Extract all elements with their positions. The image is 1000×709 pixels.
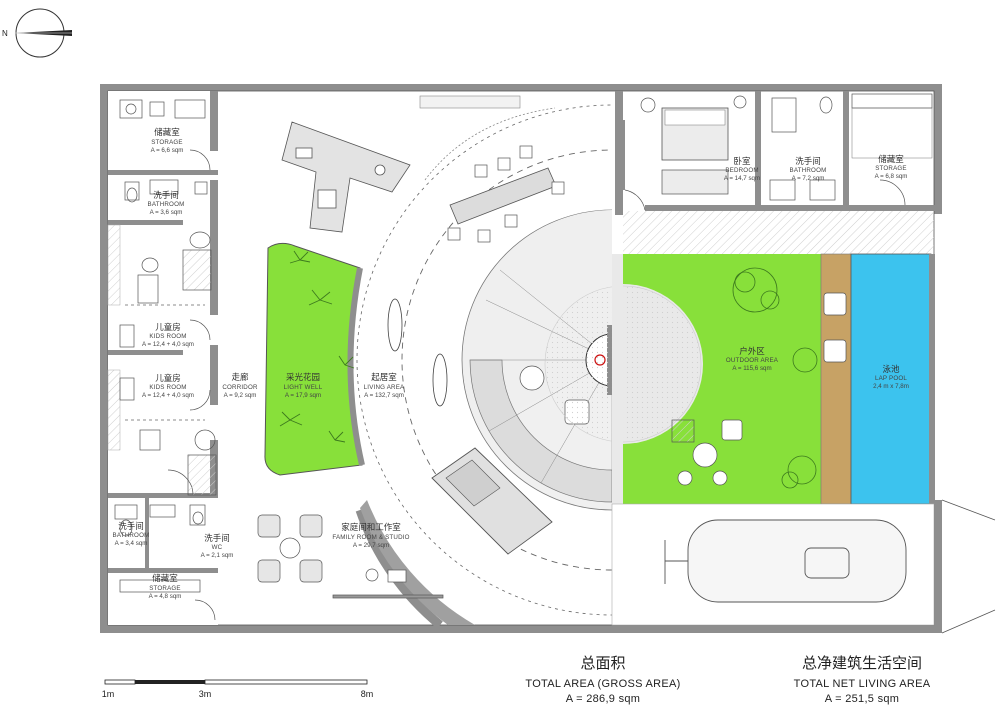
net-area-en: TOTAL NET LIVING AREA xyxy=(794,678,931,690)
label-bedroom-en: BEDROOM xyxy=(725,167,758,174)
net-area-cn: 总净建筑生活空间 xyxy=(802,655,922,672)
label-wc-area: A = 2,1 sqm xyxy=(201,552,234,559)
label-kids2-area: A = 12,4 + 4,0 sqm xyxy=(142,392,194,399)
right-top-rooms xyxy=(615,91,935,254)
left-wing xyxy=(107,91,218,625)
label-kids1-en: KIDS ROOM xyxy=(149,333,186,340)
lap-pool xyxy=(850,253,932,505)
label-outdoor-cn: 户外区 xyxy=(739,346,765,356)
deck-chairs xyxy=(823,292,847,363)
scale-label-1m: 1m xyxy=(102,689,115,699)
label-lightwell-cn: 采光花园 xyxy=(286,372,320,382)
label-storage-r-area: A = 6,8 sqm xyxy=(875,173,908,180)
label-kids2-en: KIDS ROOM xyxy=(149,384,186,391)
label-family-cn: 家庭间和工作室 xyxy=(341,522,401,532)
light-well xyxy=(264,242,365,476)
label-bathroom-l-area: A = 3,6 sqm xyxy=(150,209,183,216)
curtain xyxy=(424,107,556,181)
label-pool-area: 2,4 m x 7,8m xyxy=(873,383,909,390)
gross-area-cn: 总面积 xyxy=(580,655,625,672)
label-bathroom-bl-area: A = 3,4 sqm xyxy=(115,540,148,547)
label-storage-r-cn: 储藏室 xyxy=(878,154,904,164)
label-living-en: LIVING AREA xyxy=(364,384,405,391)
family-room-furniture xyxy=(257,514,444,599)
label-outdoor-en: OUTDOOR AREA xyxy=(726,357,779,364)
north-label: N xyxy=(2,29,8,38)
label-corridor-en: CORRIDOR xyxy=(222,384,258,391)
scale-label-8m: 8m xyxy=(361,689,374,699)
label-storage-r-en: STORAGE xyxy=(875,165,907,172)
scale-bar: 1m 3m 8m xyxy=(102,679,374,699)
pool-deck xyxy=(820,253,852,505)
label-living-area: A = 132,7 sqm xyxy=(364,392,404,399)
curved-wall-fill xyxy=(360,500,475,625)
net-area-value: A = 251,5 sqm xyxy=(825,693,900,705)
label-bathroom-bl-en: BATHROOM xyxy=(113,532,150,539)
label-storage-tl-area: A = 6,6 sqm xyxy=(151,147,184,154)
label-bedroom-area: A = 14,7 sqm xyxy=(724,175,760,182)
gross-area-summary: 总面积 TOTAL AREA (GROSS AREA) A = 286,9 sq… xyxy=(525,655,680,705)
gate xyxy=(941,499,996,634)
label-bathroom-r-cn: 洗手间 xyxy=(795,156,821,166)
room-labels: 储藏室 STORAGE A = 6,6 sqm 洗手间 BATHROOM A =… xyxy=(113,127,909,600)
dining-chairs xyxy=(447,145,565,243)
label-kids2-cn: 儿童房 xyxy=(155,373,181,383)
label-corridor-area: A = 9,2 sqm xyxy=(224,392,257,399)
label-bathroom-l-en: BATHROOM xyxy=(148,201,185,208)
label-bathroom-r-en: BATHROOM xyxy=(790,167,827,174)
north-compass: N xyxy=(2,8,72,58)
kitchen-counter xyxy=(419,95,521,109)
living-circle xyxy=(356,104,612,616)
label-storage-bl-area: A = 4,8 sqm xyxy=(149,593,182,600)
label-wc-cn: 洗手间 xyxy=(204,533,230,543)
label-wc-en: WC xyxy=(212,544,223,551)
label-storage-bl-cn: 储藏室 xyxy=(152,573,178,583)
label-bathroom-r-area: A = 7,2 sqm xyxy=(792,175,825,182)
label-bedroom-cn: 卧室 xyxy=(733,156,751,166)
label-kids1-cn: 儿童房 xyxy=(155,322,181,332)
label-storage-bl-en: STORAGE xyxy=(149,585,181,592)
label-corridor-cn: 走廊 xyxy=(231,372,249,382)
motorcycles xyxy=(387,298,448,407)
label-pool-en: LAP POOL xyxy=(875,375,907,382)
gross-area-value: A = 286,9 sqm xyxy=(566,693,641,705)
kitchen xyxy=(281,121,411,233)
label-bathroom-bl-cn: 洗手间 xyxy=(118,521,144,531)
label-lightwell-en: LIGHT WELL xyxy=(284,384,323,391)
label-outdoor-area: A = 115,6 sqm xyxy=(732,365,771,372)
outdoor-area xyxy=(544,254,821,504)
scale-label-3m: 3m xyxy=(199,689,212,699)
label-lightwell-area: A = 17,9 sqm xyxy=(285,392,321,399)
label-bathroom-l-cn: 洗手间 xyxy=(153,190,179,200)
label-storage-tl-en: STORAGE xyxy=(151,139,183,146)
label-storage-tl-cn: 储藏室 xyxy=(154,127,180,137)
label-kids1-area: A = 12,4 + 4,0 sqm xyxy=(142,341,194,348)
trailer xyxy=(664,519,907,603)
car xyxy=(431,447,553,555)
label-living-cn: 起居室 xyxy=(371,372,397,382)
label-pool-cn: 泳池 xyxy=(882,364,900,374)
label-family-en: FAMILY ROOM & STUDIO xyxy=(332,534,409,541)
label-family-area: A = 29,7 sqm xyxy=(353,542,389,549)
gross-area-en: TOTAL AREA (GROSS AREA) xyxy=(525,678,680,690)
net-area-summary: 总净建筑生活空间 TOTAL NET LIVING AREA A = 251,5… xyxy=(794,655,931,705)
